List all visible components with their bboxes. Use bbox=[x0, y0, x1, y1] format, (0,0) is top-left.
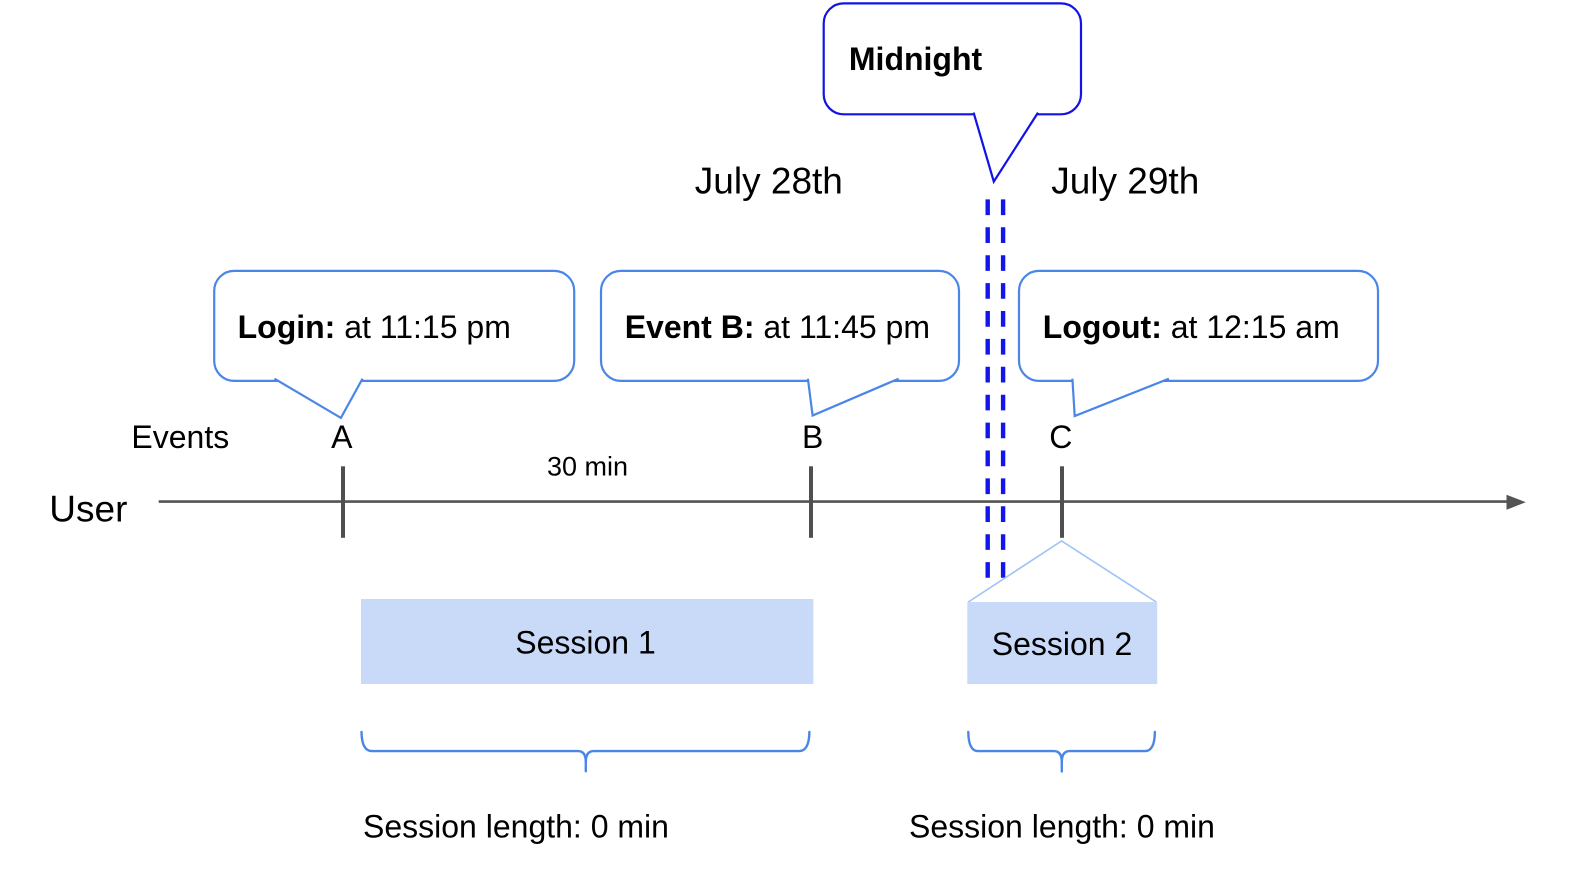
svg-text:Session 2: Session 2 bbox=[992, 626, 1133, 662]
svg-text:B: B bbox=[802, 419, 823, 455]
svg-text:July 29th: July 29th bbox=[1051, 161, 1199, 202]
svg-text:A: A bbox=[331, 419, 353, 455]
svg-text:Midnight: Midnight bbox=[849, 41, 983, 77]
svg-text:Logout: at 12:15 am: Logout: at 12:15 am bbox=[1043, 309, 1340, 345]
svg-text:Events: Events bbox=[131, 419, 229, 455]
svg-text:Session length: 0 min: Session length: 0 min bbox=[363, 808, 669, 844]
svg-text:Event B: at 11:45 pm: Event B: at 11:45 pm bbox=[625, 309, 930, 345]
svg-text:Login: at 11:15 pm: Login: at 11:15 pm bbox=[238, 309, 511, 345]
svg-text:C: C bbox=[1049, 419, 1072, 455]
svg-text:Session length: 0 min: Session length: 0 min bbox=[909, 809, 1215, 845]
svg-text:User: User bbox=[49, 488, 127, 529]
svg-text:Session 1: Session 1 bbox=[515, 624, 656, 660]
svg-text:30 min: 30 min bbox=[547, 451, 628, 481]
svg-text:July 28th: July 28th bbox=[695, 161, 843, 202]
